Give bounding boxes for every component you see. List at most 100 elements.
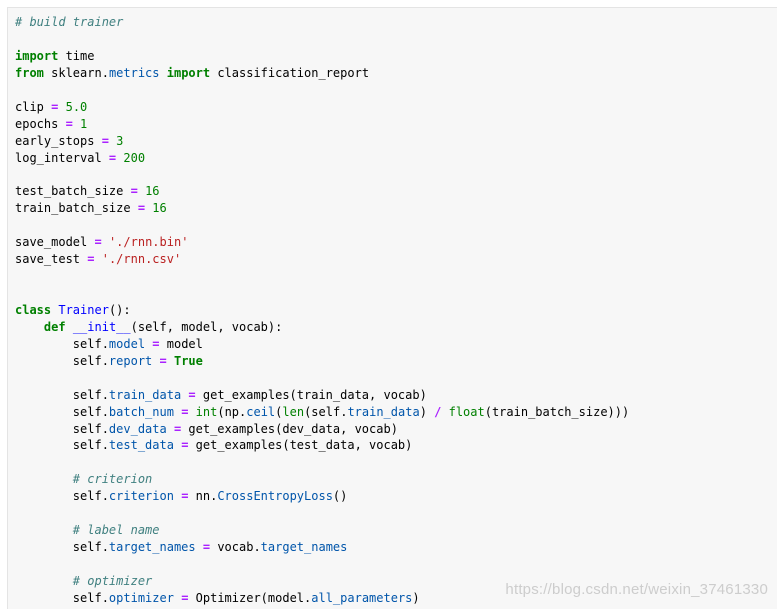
code-token: model: [108, 336, 146, 351]
code-token: self.: [15, 540, 109, 555]
code-token: self.: [15, 590, 109, 605]
code-line: [15, 166, 629, 183]
code-token: 200: [123, 150, 146, 165]
code-token: train_batch_size: [15, 201, 138, 216]
code-token: ceil: [246, 404, 276, 419]
code-line: [15, 268, 629, 285]
code-token: optimizer: [108, 590, 174, 605]
code-token: report: [108, 353, 153, 368]
code-line: import time: [15, 48, 629, 65]
code-token: save_test: [15, 252, 88, 267]
code-token: all_parameters: [311, 590, 413, 605]
code-token: get_examples(train_data, vocab): [195, 387, 427, 402]
code-line: save_model = './rnn.bin': [15, 234, 629, 251]
code-line: [15, 31, 629, 48]
code-token: =: [181, 489, 189, 504]
code-token: ): [419, 404, 435, 419]
code-token: 5.0: [65, 99, 88, 114]
code-token: [15, 574, 73, 588]
code-token: float: [448, 404, 485, 419]
code-token: train_data: [347, 404, 420, 419]
code-token: =: [101, 133, 109, 148]
code-token: classification_report: [210, 65, 370, 80]
code-token: # label name: [72, 523, 160, 538]
code-token: Trainer: [58, 302, 109, 317]
code-token: [58, 100, 65, 114]
code-line: [15, 82, 629, 99]
code-token: [102, 235, 109, 249]
code-token: Optimizer(model.: [188, 590, 312, 605]
code-token: self.: [15, 421, 109, 436]
code-line: test_batch_size = 16: [15, 183, 629, 200]
code-token: =: [65, 116, 73, 131]
code-token: [196, 540, 203, 554]
code-token: nn.: [188, 489, 218, 504]
code-line: # optimizer: [15, 573, 629, 590]
code-token: test_batch_size: [15, 184, 131, 199]
code-token: criterion: [108, 489, 174, 504]
code-token: =: [173, 421, 182, 436]
code-token: [441, 405, 448, 419]
code-token: =: [181, 590, 189, 605]
code-token: time: [58, 48, 95, 63]
code-token: import: [166, 65, 211, 80]
code-line: self.report = True: [15, 353, 629, 370]
code-token: self.: [15, 353, 109, 368]
code-token: [94, 252, 101, 266]
code-token: =: [202, 540, 211, 555]
code-token: self.: [15, 438, 109, 453]
code-token: ): [412, 590, 420, 605]
code-token: =: [108, 150, 117, 165]
watermark: https://blog.csdn.net/weixin_37461330: [505, 581, 768, 598]
code-token: def: [43, 319, 66, 334]
code-token: [188, 405, 195, 419]
code-line: [15, 217, 629, 234]
code-line: self.optimizer = Optimizer(model.all_par…: [15, 590, 629, 607]
code-token: './rnn.csv': [101, 252, 182, 267]
code-line: self.dev_data = get_examples(dev_data, v…: [15, 421, 629, 438]
code-token: =: [181, 438, 189, 453]
code-token: =: [51, 99, 59, 114]
code-token: target_names: [260, 540, 348, 555]
code-token: self.: [15, 336, 109, 351]
code-token: =: [130, 184, 138, 199]
code-line: [15, 556, 629, 573]
code-line: epochs = 1: [15, 116, 629, 133]
code-token: 3: [116, 133, 124, 148]
code-line: [15, 370, 629, 387]
code-token: # optimizer: [72, 573, 153, 588]
code-token: dev_data: [108, 421, 167, 436]
code-token: [138, 184, 145, 198]
code-token: import: [15, 48, 59, 63]
code-token: epochs: [15, 116, 66, 131]
code-token: True: [173, 353, 203, 368]
code-line: from sklearn.metrics import classificati…: [15, 65, 629, 82]
code-line: self.test_data = get_examples(test_data,…: [15, 437, 629, 454]
code-token: [73, 117, 80, 131]
code-token: from: [15, 65, 44, 80]
code-token: =: [94, 235, 102, 250]
code-line: # label name: [15, 522, 629, 539]
code-line: [15, 505, 629, 522]
code-token: [167, 354, 174, 368]
code-line: def __init__(self, model, vocab):: [15, 319, 629, 336]
code-token: [66, 320, 73, 334]
code-token: sklearn.: [43, 65, 109, 80]
code-token: (np.: [217, 404, 247, 419]
code-token: [160, 66, 167, 80]
code-token: metrics: [108, 65, 160, 80]
code-token: (self.: [304, 404, 348, 419]
code-token: [15, 523, 73, 537]
code-token: len: [282, 404, 305, 419]
code-token: self.: [15, 387, 109, 402]
code-token: [167, 422, 174, 436]
code-token: [152, 354, 159, 368]
code-token: =: [137, 201, 146, 216]
code-line: clip = 5.0: [15, 99, 629, 116]
code-token: [15, 472, 73, 486]
code-token: get_examples(dev_data, vocab): [181, 421, 398, 436]
code-token: # build trainer: [15, 15, 124, 29]
code-token: =: [87, 252, 95, 267]
